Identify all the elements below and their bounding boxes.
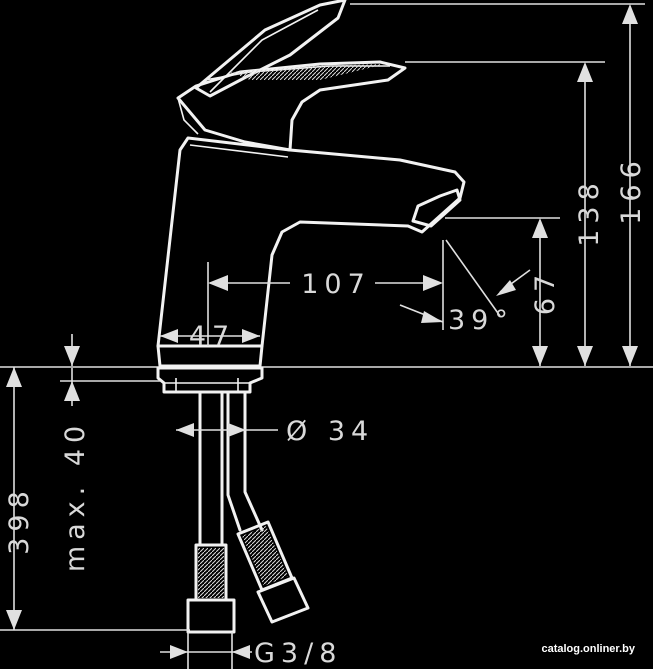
thread-label: G3/8 [254, 638, 342, 669]
dimension-max-thickness: max. 40 [60, 334, 160, 572]
dimension-outlet-angle: 39° [399, 239, 531, 336]
max-thickness-label: max. 40 [60, 420, 91, 572]
dimension-hose-length: 398 [0, 367, 190, 631]
dimension-thread: G3/8 [160, 632, 342, 669]
base-diameter-label: 47 [189, 321, 235, 352]
lever-handle [176, 0, 407, 152]
spout-reach-label: 107 [301, 269, 371, 300]
dimension-base-diameter: 47 [160, 321, 260, 352]
dimension-shank-diameter: Ø 34 [176, 416, 374, 447]
shank-diameter-label: Ø 34 [286, 416, 374, 447]
faucet-body [156, 136, 466, 368]
base-and-hoses [156, 366, 310, 634]
hose-length-label: 398 [4, 485, 35, 555]
outlet-height-label: 67 [530, 269, 561, 315]
watermark: catalog.onliner.by [541, 643, 635, 655]
dimension-total-height: 166 [350, 3, 647, 366]
dimension-outlet-height: 67 [445, 217, 561, 366]
dimension-spout-reach: 107 [207, 240, 444, 346]
dimension-spout-height: 138 [405, 61, 605, 366]
outlet-angle-label: 39° [448, 305, 514, 336]
total-height-label: 166 [616, 155, 647, 225]
spout-height-label: 138 [574, 177, 605, 247]
